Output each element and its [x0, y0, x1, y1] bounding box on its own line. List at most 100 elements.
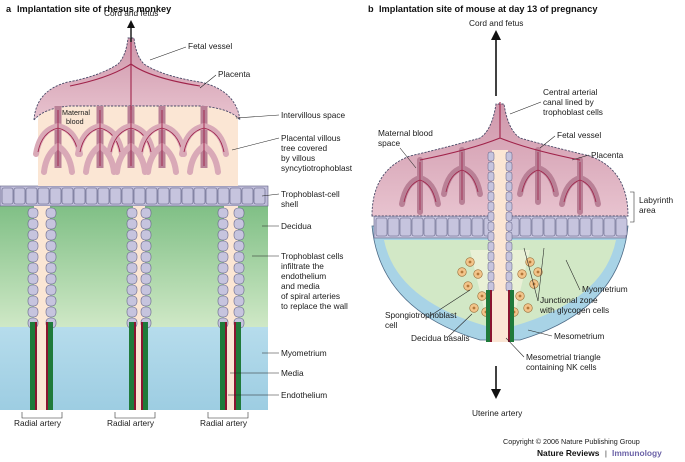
canal-cell — [505, 161, 513, 172]
journal-name: Nature Reviews — [537, 448, 600, 458]
junctional-cell — [543, 217, 556, 237]
a-radial-artery-label-1: Radial artery — [14, 418, 62, 428]
artery-trophoblast-cell — [27, 295, 39, 307]
a-maternal-blood-label-2: blood — [66, 117, 84, 126]
artery-trophoblast-cell — [217, 273, 229, 285]
artery-trophoblast-cell — [126, 229, 138, 241]
panel-a-letter: a — [6, 4, 12, 14]
b-labyrinth-label-1: Labyrinth — [639, 195, 674, 205]
junctional-cell — [423, 217, 436, 237]
cord-arrowhead-b — [491, 30, 501, 40]
panel-b-title: Implantation site of mouse at day 13 of … — [379, 4, 598, 14]
junctional-cell — [615, 217, 628, 237]
canal-cell — [487, 161, 495, 172]
nk-cell-nucleus — [528, 260, 532, 264]
artery-endothelium — [141, 322, 143, 410]
artery-trophoblast-cell — [45, 306, 57, 318]
artery-trophoblast-cell — [233, 262, 245, 274]
canal-endothelium-left — [490, 290, 492, 342]
artery-trophoblast-cell — [126, 295, 138, 307]
shell-cell — [61, 187, 74, 205]
junctional-cell — [459, 217, 472, 237]
b-central-canal-label-3: trophoblast cells — [543, 107, 603, 117]
nk-cell-nucleus — [536, 270, 540, 274]
canal-cell — [487, 281, 495, 292]
canal-cell — [505, 261, 513, 272]
shell-cell — [229, 187, 242, 205]
shell-cell — [121, 187, 134, 205]
artery-trophoblast-cell — [27, 251, 39, 263]
artery-trophoblast-cell — [140, 284, 152, 296]
shell-cell — [85, 187, 98, 205]
junctional-cell — [531, 217, 544, 237]
panel-b — [371, 30, 635, 399]
b-decidua-basalis-label: Decidua basalis — [411, 333, 470, 343]
nk-cell-nucleus — [468, 260, 472, 264]
shell-cell — [1, 187, 14, 205]
b-central-canal-label-2: canal lined by — [543, 97, 595, 107]
artery-trophoblast-cell — [45, 295, 57, 307]
b-spongio-label-2: cell — [385, 320, 398, 330]
artery-trophoblast-cell — [27, 284, 39, 296]
canal-cell — [505, 151, 513, 162]
a-villous-label-1: Placental villous — [281, 133, 341, 143]
artery-trophoblast-cell — [45, 273, 57, 285]
artery-trophoblast-cell — [217, 229, 229, 241]
artery-media — [48, 322, 53, 410]
artery-trophoblast-cell — [217, 295, 229, 307]
artery-media — [220, 322, 225, 410]
nk-cell-nucleus — [526, 306, 530, 310]
panel-a-leaders — [21, 46, 280, 419]
artery-trophoblast-cell — [233, 295, 245, 307]
artery-trophoblast-cell — [27, 229, 39, 241]
shell-cell — [157, 187, 170, 205]
canal-trophoblast-cells — [487, 151, 513, 292]
villous-branch — [33, 123, 83, 175]
artery-endothelium — [234, 322, 236, 410]
artery-trophoblast-cell — [140, 295, 152, 307]
labyrinth-bracket — [630, 191, 635, 223]
a-trophoblast-label-5: of spiral arteries — [281, 291, 340, 301]
b-mesometrial-label-2: containing NK cells — [526, 362, 597, 372]
panel-b-letter: b — [368, 4, 374, 14]
trophoblast-shell-cells — [1, 187, 266, 205]
fetal-vessel-b — [419, 102, 581, 161]
a-media-label: Media — [281, 368, 304, 378]
junctional-cell — [411, 217, 424, 237]
a-decidua-label: Decidua — [281, 221, 312, 231]
canal-cell — [487, 151, 495, 162]
artery-trophoblast-cell — [126, 262, 138, 274]
a-intervillous-label: Intervillous space — [281, 110, 345, 120]
b-labyrinth-label-2: area — [639, 205, 656, 215]
artery-trophoblast-cell — [126, 251, 138, 263]
villous-branch — [179, 123, 229, 175]
b-junctional-label-2: with glycogen cells — [539, 305, 609, 315]
canal-cell — [505, 221, 513, 232]
junctional-cell — [603, 217, 616, 237]
nk-cell-nucleus — [460, 270, 464, 274]
villous-vessel — [183, 110, 225, 166]
a-endothelium-label: Endothelium — [281, 390, 327, 400]
a-fetal-vessel-label: Fetal vessel — [188, 41, 232, 51]
canal-cell — [487, 211, 495, 222]
artery-trophoblast-cell — [126, 284, 138, 296]
artery-trophoblast-cell — [45, 229, 57, 241]
footer-separator: | — [605, 449, 607, 458]
labyrinth-vessel — [521, 152, 555, 200]
a-radial-artery-label-2: Radial artery — [107, 418, 155, 428]
artery-endothelium — [46, 322, 48, 410]
shell-cell — [253, 187, 266, 205]
b-mesometrium-label: Mesometrium — [554, 331, 604, 341]
artery-trophoblast-cell — [140, 251, 152, 263]
fetal-vessel-main — [69, 40, 201, 110]
canal-endothelium-right — [508, 290, 510, 342]
artery-trophoblast-cell — [217, 262, 229, 274]
artery-trophoblast-cell — [233, 207, 245, 219]
artery-endothelium — [225, 322, 227, 410]
artery-trophoblast-cell — [27, 273, 39, 285]
artery-trophoblast-cell — [217, 207, 229, 219]
artery-trophoblast-cell — [126, 273, 138, 285]
b-junctional-label-1: Junctional zone — [540, 295, 598, 305]
shell-cell — [217, 187, 230, 205]
spiral-arteries — [27, 206, 245, 410]
